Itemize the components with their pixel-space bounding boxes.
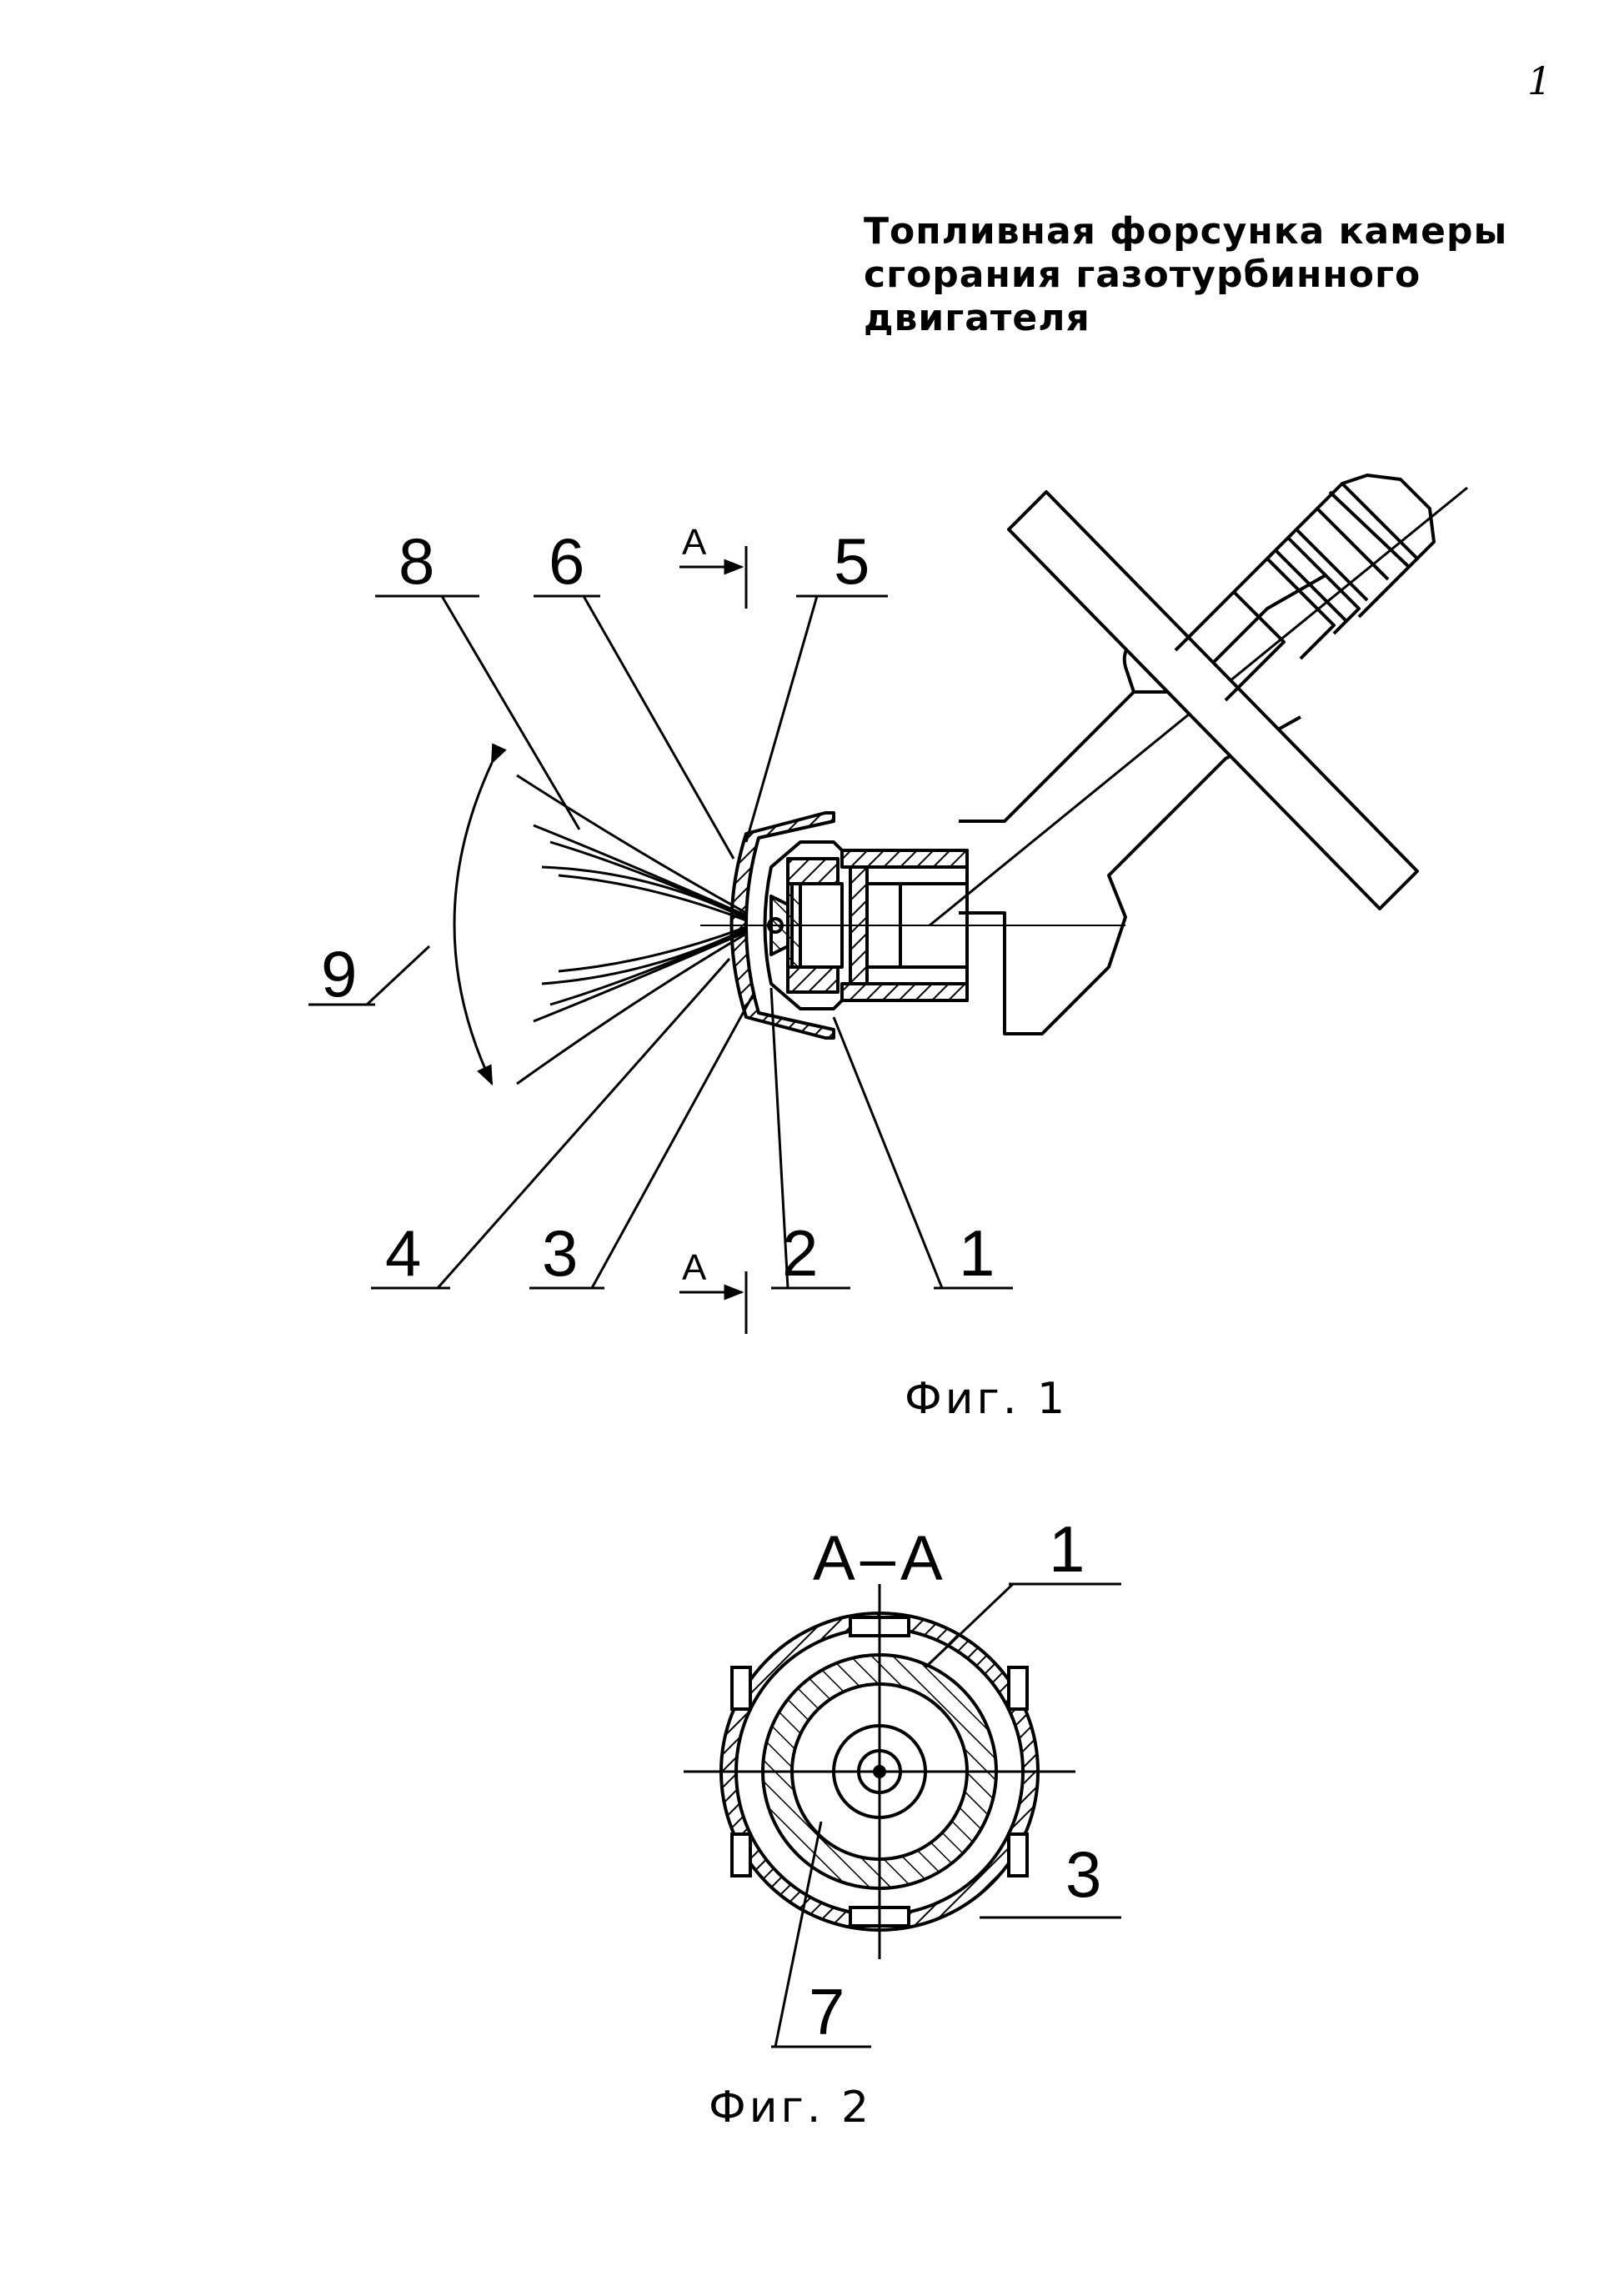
section-arrows [679, 546, 748, 1334]
figure-1 [308, 474, 1468, 1334]
figure-2-caption: Фиг. 2 [709, 2083, 872, 2133]
label-8: 8 [398, 524, 434, 598]
title-line-1: Топливная форсунка камеры [864, 210, 1508, 253]
figure-2-leaders [771, 1582, 1121, 2048]
label-9: 9 [321, 937, 357, 1010]
section-marker-top: А [682, 522, 707, 563]
leader-lines [308, 594, 1013, 1290]
fig2-label-3: 3 [1065, 1837, 1101, 1911]
swirler-insert [767, 895, 789, 956]
label-1: 1 [959, 1216, 995, 1290]
spray-cone [516, 774, 747, 1085]
label-2: 2 [782, 1216, 818, 1290]
label-3: 3 [542, 1216, 578, 1290]
label-5: 5 [834, 524, 870, 598]
fig2-label-7: 7 [809, 1975, 845, 2048]
page-number: 1 [1527, 58, 1552, 103]
label-6: 6 [549, 524, 584, 598]
label-4: 4 [385, 1216, 421, 1290]
title-line-3: двигателя [864, 297, 1090, 339]
figure-2 [684, 1582, 1121, 2048]
figure-1-caption: Фиг. 1 [905, 1374, 1068, 1424]
section-title-a-a: А–А [813, 1523, 948, 1594]
ring-slots [730, 1616, 1029, 1928]
title-line-2: сгорания газотурбинного [864, 253, 1421, 296]
section-marker-bottom: А [682, 1247, 707, 1288]
nozzle-body [763, 840, 969, 1010]
fig2-label-1: 1 [1049, 1512, 1085, 1586]
center-cross [684, 1584, 1075, 1959]
threaded-fitting [1174, 474, 1436, 702]
document-title: Топливная форсунка камеры сгорания газот… [864, 210, 1508, 340]
mounting-flange [1007, 490, 1419, 910]
spray-angle-dimension [453, 743, 507, 1086]
fuel-supply-pipe [929, 486, 1468, 1035]
